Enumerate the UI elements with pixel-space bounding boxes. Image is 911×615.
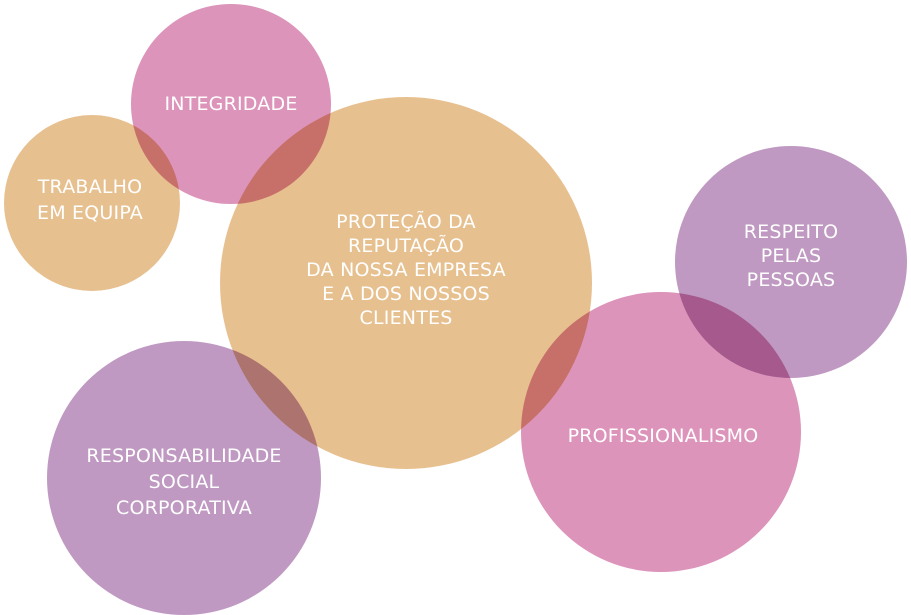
- bubble-label-trabalho: TRABALHO EM EQUIPA: [37, 176, 143, 224]
- bubble-label-line: PROTEÇÃO DA: [336, 210, 476, 233]
- bubble-label-profissionalismo: PROFISSIONALISMO: [568, 425, 759, 447]
- bubble-label-line: PELAS: [761, 245, 822, 267]
- bubble-trabalho: [4, 115, 180, 291]
- bubble-label-line: PROFISSIONALISMO: [568, 425, 759, 447]
- bubble-label-line: DA NOSSA EMPRESA: [306, 259, 506, 281]
- bubble-label-responsabilidade: RESPONSABILIDADE SOCIAL CORPORATIVA: [86, 445, 281, 519]
- bubble-label-line: CORPORATIVA: [116, 497, 252, 519]
- bubble-label-line: EM EQUIPA: [37, 202, 143, 224]
- bubble-label-line: SOCIAL: [149, 471, 220, 493]
- bubble-profissionalismo: [521, 292, 801, 572]
- bubble-label-line: RESPONSABILIDADE: [86, 445, 281, 467]
- bubble-label-integridade: INTEGRIDADE: [164, 93, 297, 115]
- bubbles-layer: [4, 4, 907, 615]
- bubble-protecao: [220, 97, 592, 469]
- bubble-label-line: INTEGRIDADE: [164, 93, 297, 115]
- bubble-label-line: TRABALHO: [37, 176, 143, 198]
- bubble-label-line: E A DOS NOSSOS: [322, 283, 490, 305]
- bubble-responsabilidade: [47, 341, 321, 615]
- bubble-label-line: PESSOAS: [747, 269, 836, 291]
- bubble-label-line: REPUTAÇÃO: [348, 234, 464, 257]
- bubble-label-line: RESPEITO: [744, 221, 839, 243]
- bubble-label-line: CLIENTES: [360, 307, 453, 329]
